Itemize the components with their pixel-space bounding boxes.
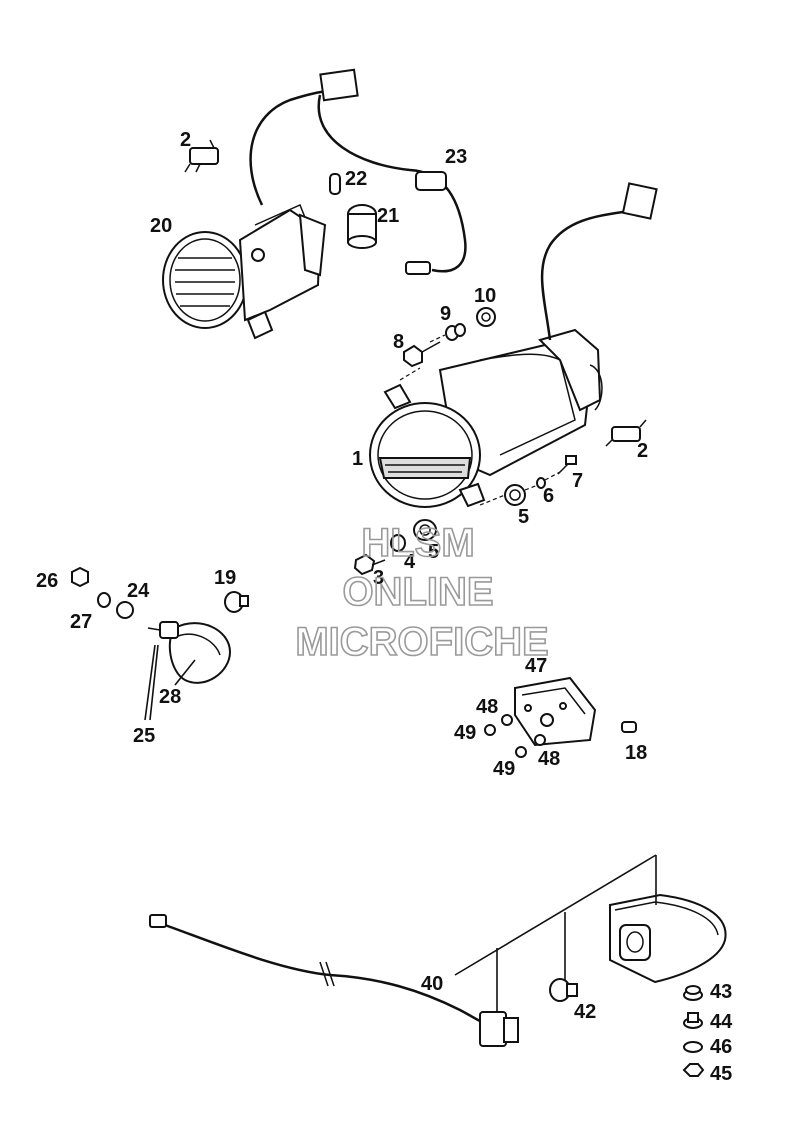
- nut-26: [71, 566, 89, 588]
- label-20: 20: [150, 215, 172, 237]
- headlight-1: [369, 328, 603, 508]
- label-49-b: 49: [493, 758, 515, 780]
- label-24: 24: [127, 580, 150, 602]
- leader-lines: [144, 644, 657, 1012]
- grommet-10: [476, 307, 496, 327]
- label-6: 6: [543, 485, 554, 507]
- bulb-2-top: [184, 139, 219, 173]
- watermark-line-1: HLSM: [361, 521, 474, 565]
- washer-6: [536, 477, 546, 489]
- label-48-b: 48: [538, 748, 560, 770]
- label-48-a: 48: [476, 696, 498, 718]
- label-5-bottom: 5: [428, 541, 439, 563]
- label-4: 4: [404, 551, 416, 573]
- label-47: 47: [525, 655, 547, 677]
- label-46: 46: [710, 1036, 732, 1058]
- bolt-8: [403, 341, 441, 368]
- watermark-line-2: ONLINE: [342, 570, 493, 614]
- nut-49-a: [484, 724, 496, 736]
- label-28: 28: [159, 686, 181, 708]
- label-42: 42: [574, 1001, 596, 1023]
- label-26: 26: [36, 570, 58, 592]
- wire-harness-bottom: [164, 923, 491, 1027]
- label-25: 25: [133, 725, 155, 747]
- bulb-2-right: [605, 419, 647, 447]
- nut-45: [682, 1063, 705, 1077]
- label-19: 19: [214, 567, 236, 589]
- label-44: 44: [710, 1011, 733, 1033]
- label-27: 27: [70, 611, 92, 633]
- grommet-5-right: [504, 484, 526, 506]
- socket-21: [347, 204, 377, 249]
- tail-light-47: [514, 676, 597, 747]
- label-49-a: 49: [454, 722, 476, 744]
- label-23: 23: [445, 146, 467, 168]
- label-2-top: 2: [180, 129, 191, 151]
- washer-9: [445, 323, 466, 341]
- watermark: HLSM ONLINE MICROFICHE: [295, 520, 550, 665]
- label-10: 10: [474, 285, 496, 307]
- label-45: 45: [710, 1063, 732, 1085]
- washer-48-b: [534, 734, 546, 746]
- wire-headlight-1: [540, 208, 636, 341]
- watermark-line-3: MICROFICHE: [295, 620, 548, 664]
- washer-46: [683, 1041, 703, 1053]
- label-1: 1: [352, 448, 363, 470]
- washer-48-a: [501, 714, 513, 726]
- label-18: 18: [625, 742, 647, 764]
- lockwasher-27: [97, 592, 111, 608]
- socket-bottom: [479, 1011, 519, 1047]
- label-22: 22: [345, 168, 367, 190]
- label-9: 9: [440, 303, 451, 325]
- label-3: 3: [373, 567, 384, 589]
- bulb-22: [329, 173, 341, 195]
- bolt-3: [353, 553, 386, 576]
- washer-4: [390, 534, 406, 552]
- washer-24: [116, 601, 134, 619]
- headlight-20: [162, 203, 327, 340]
- grommet-5-bottom: [413, 519, 437, 541]
- bulb-18: [621, 721, 637, 733]
- nut-49-b: [515, 746, 527, 758]
- label-5-right: 5: [518, 506, 529, 528]
- label-2-right: 2: [637, 440, 648, 462]
- bulb-42: [549, 978, 578, 1002]
- wire-harness-top: [249, 88, 336, 206]
- label-40: 40: [421, 973, 443, 995]
- grommet-44: [683, 1012, 703, 1029]
- grommet-43: [683, 985, 703, 1001]
- label-43: 43: [710, 981, 732, 1003]
- lamp-housing: [609, 893, 727, 984]
- part-labels: 2 20 22 23 21 10 9 8 1 2 7 6 5 5 4 3 26 …: [36, 129, 733, 1085]
- label-8: 8: [393, 331, 404, 353]
- bulb-19: [224, 591, 249, 613]
- label-7: 7: [572, 470, 583, 492]
- label-21: 21: [377, 205, 399, 227]
- turn-signal-28: [147, 621, 232, 684]
